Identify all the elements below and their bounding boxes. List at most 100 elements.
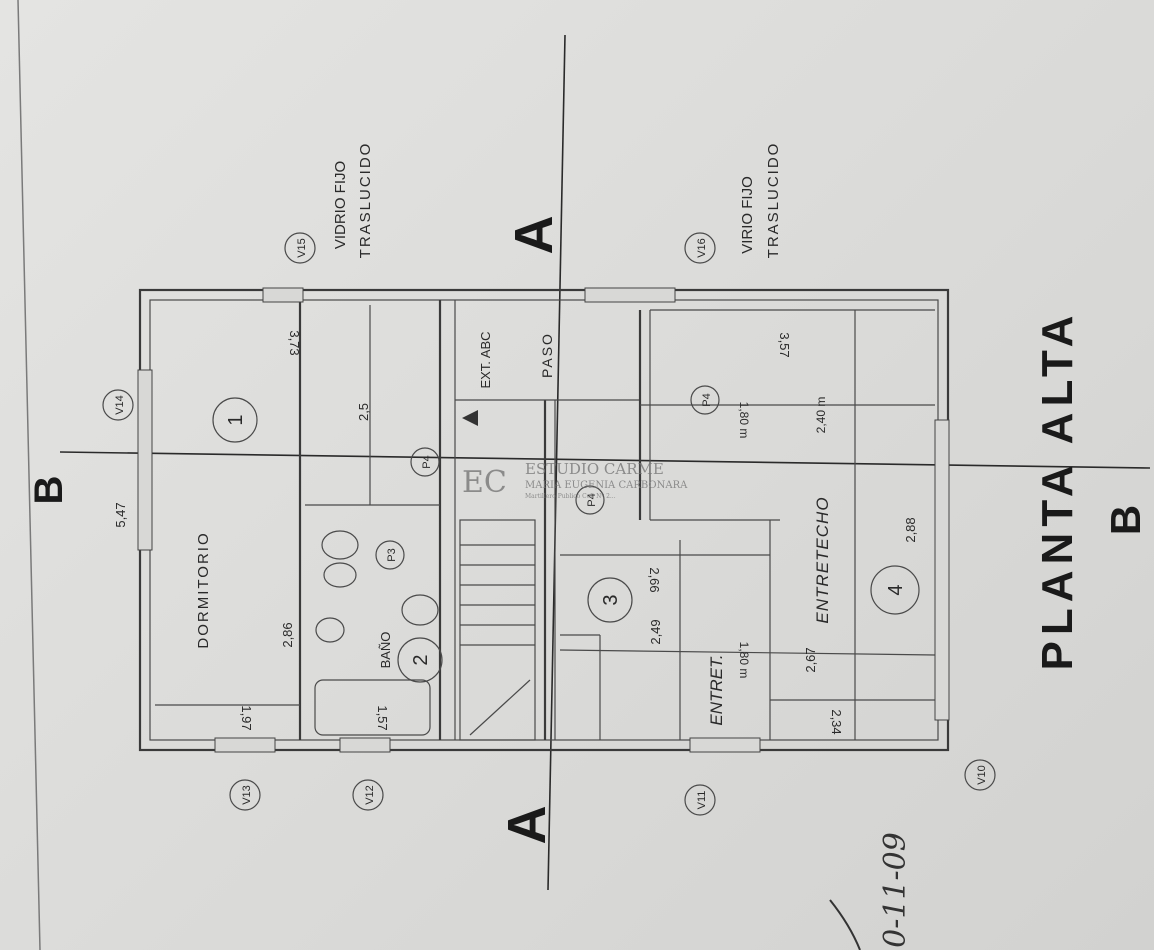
window-v13 [214,737,276,753]
svg-text:V14: V14 [114,395,126,415]
staircase [459,519,536,741]
svg-text:2,49: 2,49 [648,619,663,644]
svg-text:P3: P3 [386,548,398,561]
tag-p4b: P4 [586,493,598,506]
tag-v14: V14 [114,395,126,415]
bathtub [314,679,431,736]
room-name-4: ENTRETECHO [813,496,832,623]
svg-text:PASO: PASO [539,332,555,378]
tag-p4a: P4 [421,455,433,468]
note-v15-line1: VIDRIO FIJO [332,161,349,249]
tag-circle-v13 [229,779,261,811]
tag-v16: V16 [696,238,708,258]
section-line-a [547,34,566,891]
svg-text:2,40 m: 2,40 m [814,397,828,434]
tag-circle-v11 [684,784,716,816]
svg-text:3,73: 3,73 [287,330,302,355]
dim-180m-2: 1,80 m [737,642,751,679]
tag-v13: V13 [241,785,253,805]
room-number-1: 1 [225,414,247,425]
tag-circle-p4b [575,485,605,515]
dim-line-entret [559,649,936,656]
tag-circle-p4c [690,385,720,415]
svg-text:2,67: 2,67 [803,647,818,672]
window-v10 [934,419,950,721]
svg-text:P4: P4 [421,455,433,468]
svg-text:V13: V13 [241,785,253,805]
svg-text:2,66: 2,66 [647,567,662,592]
sheet-border [17,0,41,950]
tag-circle-v10 [964,759,996,791]
svg-text:VIDRIO FIJO: VIDRIO FIJO [332,161,349,249]
svg-text:V11: V11 [696,791,708,810]
note-v16-line2: TRASLUCIDO [765,142,782,259]
dim-197: 1,97 [239,705,254,730]
room-circle-4 [870,565,920,615]
svg-text:ENTRET.: ENTRET. [707,654,726,725]
tag-p4c: P4 [701,393,713,406]
room-circle-1 [212,397,258,443]
svg-text:A: A [497,806,557,845]
svg-text:V12: V12 [364,785,376,805]
section-line-b [59,451,1151,469]
fixture [315,617,345,643]
window-v15 [262,287,304,303]
watermark-line2: MARIA EUGENIA CARBONARA [525,480,688,491]
tag-circle-p3 [375,540,405,570]
svg-text:2,86: 2,86 [280,622,295,647]
window-v16 [584,287,676,303]
tag-circle-p4a [410,447,440,477]
svg-text:1,80 m: 1,80 m [737,402,751,439]
dim-288: 2,88 [903,517,918,542]
svg-text:BAÑO: BAÑO [378,632,393,669]
section-a-bottom: A [497,806,557,845]
sink [401,594,439,626]
room-circle-3 [587,577,633,623]
svg-text:4: 4 [885,584,907,595]
room-number-2: 2 [410,654,432,665]
svg-text:2: 2 [410,654,432,665]
svg-text:5,47: 5,47 [113,502,128,527]
svg-text:2,34: 2,34 [829,709,844,734]
svg-text:PLANTA ALTA: PLANTA ALTA [1033,310,1082,671]
svg-text:3: 3 [600,594,622,605]
dim-547: 5,47 [113,502,128,527]
tag-p3: P3 [386,548,398,561]
toilet [321,530,359,560]
paso-label: PASO [539,332,555,378]
stair-treads [460,544,535,736]
section-a-top: A [504,216,564,255]
handwritten-date: 0-11-09 [878,832,913,948]
plan-title: PLANTA ALTA [1033,310,1082,671]
tag-v10: V10 [976,765,988,785]
dim-357: 3,57 [777,332,792,357]
room-number-4: 4 [885,584,907,595]
note-v16-line1: VIRIO FIJO [739,176,756,254]
svg-text:V10: V10 [976,765,988,785]
svg-text:TRASLUCIDO: TRASLUCIDO [357,142,374,259]
room-circle-2 [397,637,443,683]
window-v11 [689,737,761,753]
svg-text:V16: V16 [696,238,708,258]
tag-circle-v15 [284,232,316,264]
svg-text:VIRIO FIJO: VIRIO FIJO [739,176,756,254]
dim-249: 2,49 [648,619,663,644]
svg-text:1,57: 1,57 [375,705,390,730]
extinguisher-icon [462,410,478,426]
svg-text:TRASLUCIDO: TRASLUCIDO [765,142,782,259]
dim-267: 2,67 [803,647,818,672]
tag-v15: V15 [296,238,308,258]
svg-text:B: B [27,476,71,505]
watermark-logo: EC [462,465,507,500]
svg-text:DORMITORIO: DORMITORIO [195,531,212,648]
svg-text:P4: P4 [586,493,598,506]
note-v15-line2: TRASLUCIDO [357,142,374,259]
svg-text:2,5: 2,5 [356,403,371,421]
svg-text:B: B [1102,505,1149,535]
window-v14 [137,369,153,551]
svg-text:2,88: 2,88 [903,517,918,542]
extinguisher-label: EXT. ABC [478,331,493,388]
watermark-line3: Martillero Publico Col. Nº 2... [525,493,616,500]
